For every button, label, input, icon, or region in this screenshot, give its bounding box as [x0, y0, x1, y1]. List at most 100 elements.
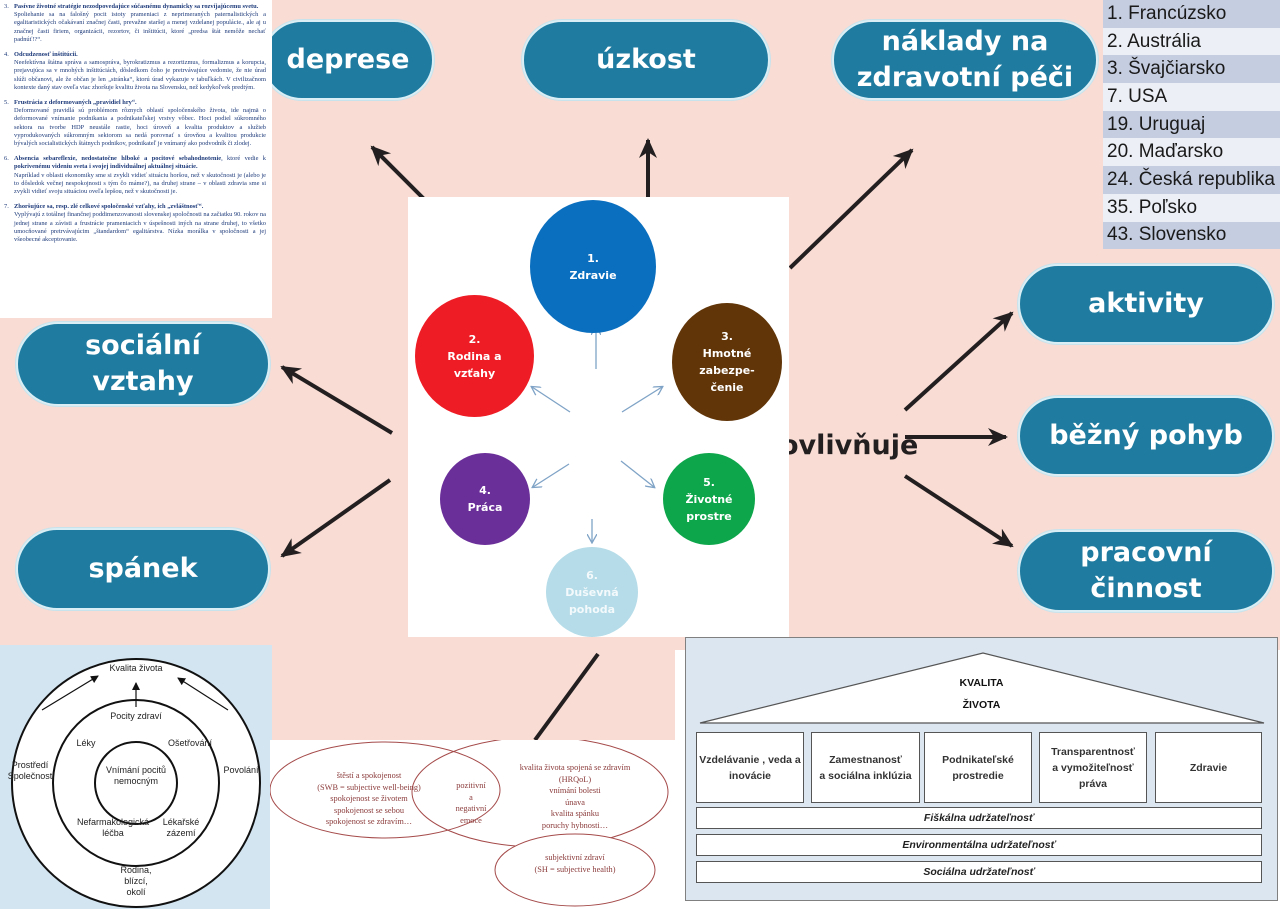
venn-line: kvalita života spojená se zdravím	[519, 763, 631, 772]
venn-right-text: kvalita života spojená se zdravím (HRQoL…	[500, 762, 650, 831]
doc-item: 7. Zhoršujúce sa, resp. zlé celkové spol…	[4, 203, 266, 244]
node-label: zdravotní péči	[856, 62, 1074, 93]
arrow-left	[41, 675, 99, 711]
label-environment-society: Prostředí Společnost	[4, 760, 56, 782]
circle-label: pohoda	[568, 602, 616, 616]
pillar-line: inovácie	[728, 769, 772, 782]
node-label: běžný pohyb	[1049, 420, 1243, 451]
arrow-down-right	[620, 460, 654, 487]
pillar-line: prostredie	[952, 769, 1004, 782]
base-environmental-sustainability: Environmentálna udržateľnosť	[696, 834, 1262, 856]
ranking-row: 2. Austrália	[1103, 27, 1280, 56]
circle-number: 6.	[586, 568, 598, 582]
circle-label: zabezpe-	[699, 364, 755, 377]
node-naklady-na-zdravotni-peci: náklady na zdravotní péči	[832, 20, 1098, 100]
arrow-right	[177, 677, 229, 711]
venn-ellipses	[270, 740, 669, 907]
family-line: Rodina,	[120, 865, 152, 875]
circle-label: Hmotné	[702, 347, 752, 360]
venn-line: (HRQoL)	[558, 774, 592, 784]
environment-line: Prostředí	[11, 760, 49, 770]
circle-label: Práca	[467, 501, 503, 514]
node-label: úzkost	[596, 44, 696, 75]
quality-of-life-circles: 1. Zdravie 2. Rodina a vzťahy 3. Hmotné …	[408, 197, 789, 637]
doc-item-body: Neefektívna štátna správa a samospráva, …	[14, 59, 266, 91]
pillar-line: Zamestnanosť	[829, 753, 902, 766]
doc-item-body: Napríklad v oblasti ekonomiky sme si zvy…	[14, 171, 266, 196]
label-core: Vnímání pocitů nemocným	[96, 765, 176, 787]
pillar-line: Transparentnosť	[1051, 745, 1135, 758]
family-line: blízcí,	[124, 876, 148, 886]
circle-label: Zdravie	[569, 268, 617, 282]
circle-label: Rodina a	[447, 349, 502, 363]
venn-line: (SH = subjective health)	[534, 864, 616, 874]
label-care: Ošetřování	[167, 738, 213, 748]
pillar-line: Zdravie	[1189, 761, 1228, 774]
doc-item-number: 3.	[4, 3, 9, 10]
label-medical-background: Lékařské zázemí	[156, 817, 206, 839]
venn-bottom-text: subjektivní zdraví (SH = subjective heal…	[505, 852, 645, 875]
circle-label: čenie	[710, 381, 744, 394]
circle-mental-wellbeing: 6. Duševná pohoda	[546, 547, 638, 637]
circle-health: 1. Zdravie	[530, 200, 656, 333]
venn-line: subjektivní zdraví	[545, 853, 605, 862]
doc-item-title-suffix: , ktoré vedie k	[221, 155, 266, 163]
pillar-line: Podnikateľské	[942, 753, 1014, 766]
roof-title-line2: ŽIVOTA	[962, 699, 1001, 711]
venn-line: poruchy hybnosti…	[541, 820, 609, 830]
pillar-line: práva	[1078, 777, 1108, 790]
doc-item-number: 7.	[4, 203, 9, 211]
wellbeing-venn-diagram: štěstí a spokojenost (SWB = subjective w…	[270, 740, 680, 909]
country-ranking-table: 1. Francúzsko 2. Austrália 3. Švajčiarsk…	[1103, 0, 1280, 250]
circle-label: prostre	[686, 509, 732, 523]
circle-work: 4. Práca	[440, 453, 530, 545]
pillar-line: a sociálna inklúzia	[819, 769, 912, 782]
pillar-business: Podnikateľské prostredie	[924, 732, 1032, 803]
doc-item: 4. Odcudzenosť inštitúcii. Neefektívna š…	[4, 51, 266, 92]
core-line: Vnímání pocitů	[105, 765, 167, 775]
node-label: spánek	[88, 553, 198, 584]
node-label: vztahy	[92, 366, 194, 397]
node-pracovni-cinnost: pracovní činnost	[1018, 530, 1274, 612]
family-line: okolí	[126, 887, 146, 897]
doc-item-title: Zhoršujúce sa, resp. zlé celkové spoloče…	[14, 203, 204, 211]
environment-line: Společnost	[7, 771, 53, 781]
ranking-row: 3. Švajčiarsko	[1103, 55, 1280, 84]
arrow-up-right	[621, 387, 662, 413]
venn-line: spokojenost se zdravím…	[325, 817, 413, 826]
document-excerpt: 3. Pasívne životné stratégie nezodpoveda…	[0, 0, 272, 318]
venn-line: spokojenost se životem	[330, 794, 408, 803]
ranking-row: 20. Maďarsko	[1103, 138, 1280, 167]
venn-line: kvalita spánku	[550, 809, 600, 818]
node-label: sociální	[85, 330, 201, 361]
node-label: deprese	[286, 44, 410, 75]
node-deprese: deprese	[262, 20, 434, 100]
node-label: činnost	[1090, 573, 1202, 604]
medical-line: Lékařské	[162, 817, 200, 827]
label-family: Rodina, blízcí, okolí	[106, 865, 166, 898]
doc-item: 3. Pasívne životné stratégie nezodpoveda…	[4, 3, 266, 44]
pillar-transparency: Transparentnosť a vymožiteľnosť práva	[1039, 732, 1147, 803]
circle-family: 2. Rodina a vzťahy	[415, 295, 534, 417]
doc-item-body: Spoliehanie sa na falošný pocit istoty p…	[14, 11, 266, 43]
arrow-down-left	[533, 463, 570, 487]
label-occupation: Povolání	[223, 765, 259, 775]
circle-label: Životné	[685, 492, 733, 506]
circle-arrows	[408, 197, 789, 637]
nonpharma-line: Nefarmakologická	[76, 817, 150, 827]
venn-line: negativní	[455, 804, 487, 813]
label-nonpharma: Nefarmakologická léčba	[68, 817, 158, 839]
influence-diagram-background-lower	[270, 620, 675, 740]
ranking-row: 19. Uruguaj	[1103, 110, 1280, 139]
label-health-feelings: Pocity zdraví	[110, 711, 162, 721]
pillar-employment: Zamestnanosť a sociálna inklúzia	[811, 732, 920, 803]
venn-line: únava	[565, 797, 585, 807]
inner-ring	[94, 741, 178, 825]
venn-line: (SWB = subjective well-being)	[317, 782, 421, 792]
house-roof	[699, 652, 1265, 724]
venn-line: spokojenost se sebou	[333, 805, 405, 815]
venn-line: a	[469, 792, 473, 802]
pillar-health: Zdravie	[1155, 732, 1262, 803]
core-line: nemocným	[113, 776, 158, 786]
node-bezny-pohyb: běžný pohyb	[1018, 396, 1274, 476]
